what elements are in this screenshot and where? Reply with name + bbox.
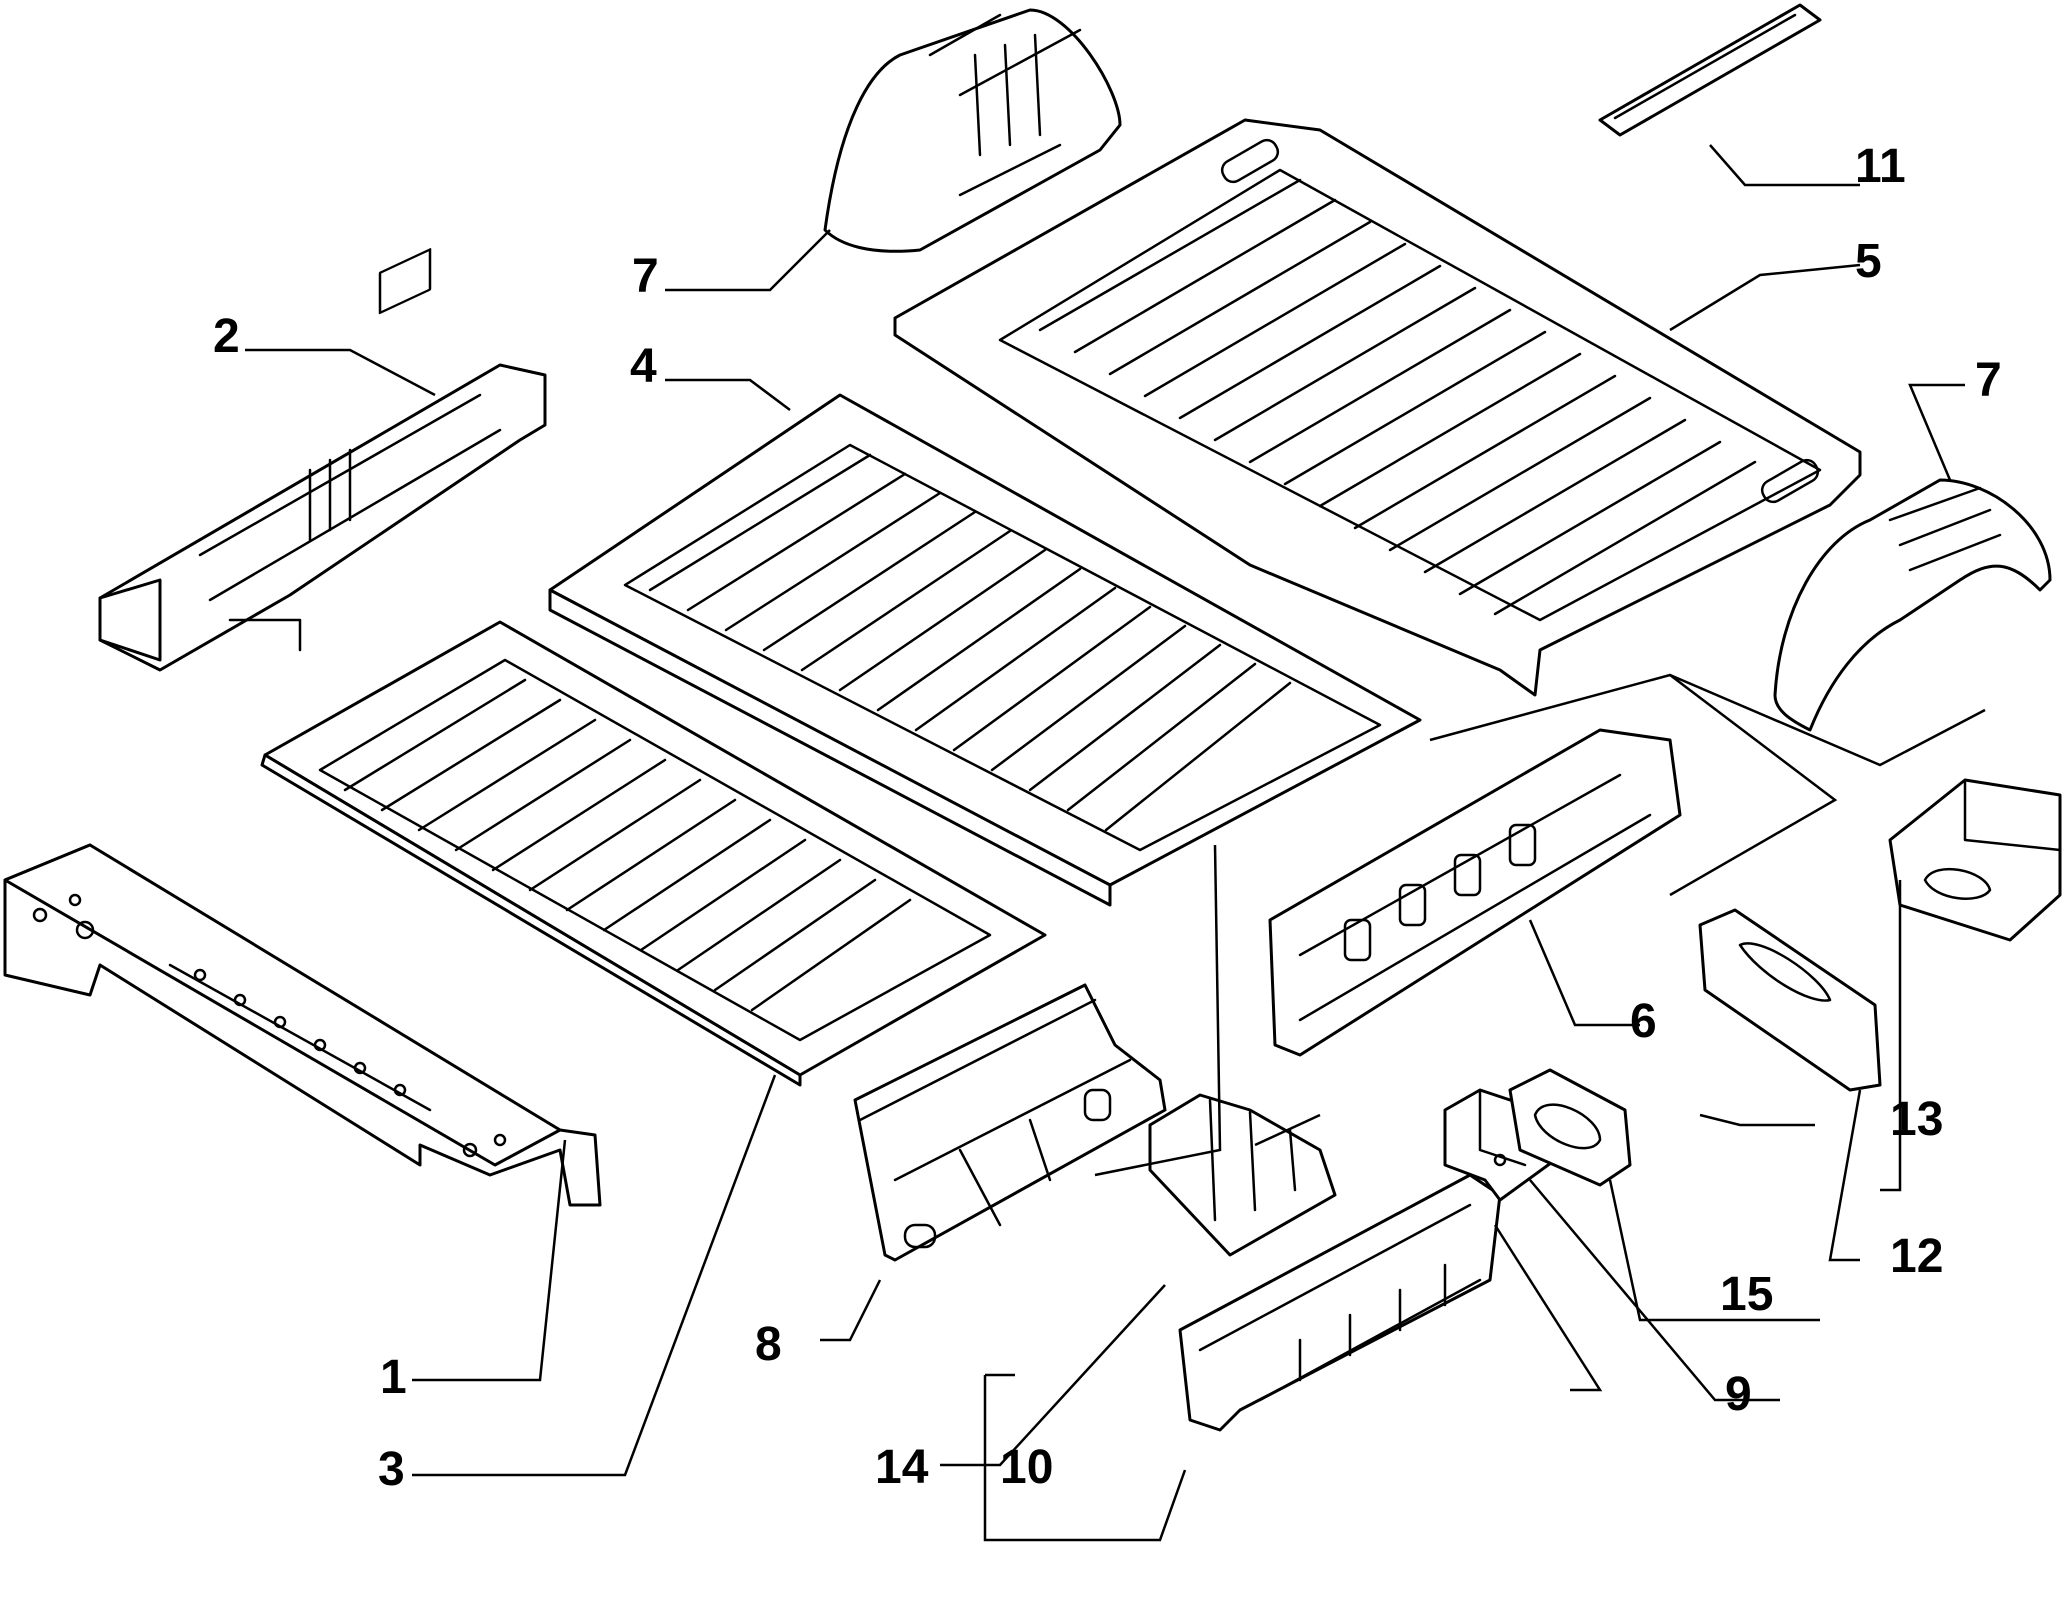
- rail-11: [1598, 3, 1822, 137]
- callout-7-right: 7: [1975, 354, 2002, 407]
- callout-12: 12: [1890, 1230, 1943, 1283]
- callout-6: 6: [1630, 995, 1657, 1048]
- callout-10: 10: [1000, 1441, 1053, 1494]
- channel-12: [1698, 908, 1882, 1092]
- callout-9: 9: [1725, 1368, 1752, 1421]
- cross-member-2: [98, 248, 547, 672]
- rear-cross-member-6: [1268, 728, 1682, 1057]
- callout-2: 2: [213, 310, 240, 363]
- callout-4: 4: [630, 340, 657, 393]
- rear-floor-panel-5: [893, 118, 1862, 697]
- callout-14: 14: [875, 1441, 929, 1494]
- wheel-arch-7-right: [1773, 478, 2052, 732]
- gusset-13: [1888, 778, 2062, 942]
- leader-lines: [245, 144, 1965, 1542]
- callout-numbers: 1 2 3 4 5 6 7 7 8 9 10 11 12 13 14 15: [213, 140, 2002, 1496]
- callout-8: 8: [755, 1318, 782, 1371]
- side-member-14: [1178, 1173, 1502, 1432]
- gusset-15: [1508, 1068, 1632, 1187]
- callout-3: 3: [378, 1443, 405, 1496]
- bracket-10: [1148, 1093, 1337, 1257]
- lower-cross-member-1: [3, 843, 602, 1207]
- assembly-lines: [985, 673, 1986, 1377]
- callout-5: 5: [1855, 235, 1882, 288]
- callout-1: 1: [380, 1351, 407, 1404]
- callout-15: 15: [1720, 1268, 1773, 1321]
- callout-13: 13: [1890, 1093, 1943, 1146]
- callout-11: 11: [1855, 140, 1906, 193]
- side-bracket-8: [853, 983, 1167, 1262]
- wheel-arch-7-top: [823, 8, 1122, 253]
- front-floor-panel-3: [260, 620, 1047, 1087]
- middle-floor-panel-4: [548, 393, 1422, 907]
- callout-7-top: 7: [632, 250, 659, 303]
